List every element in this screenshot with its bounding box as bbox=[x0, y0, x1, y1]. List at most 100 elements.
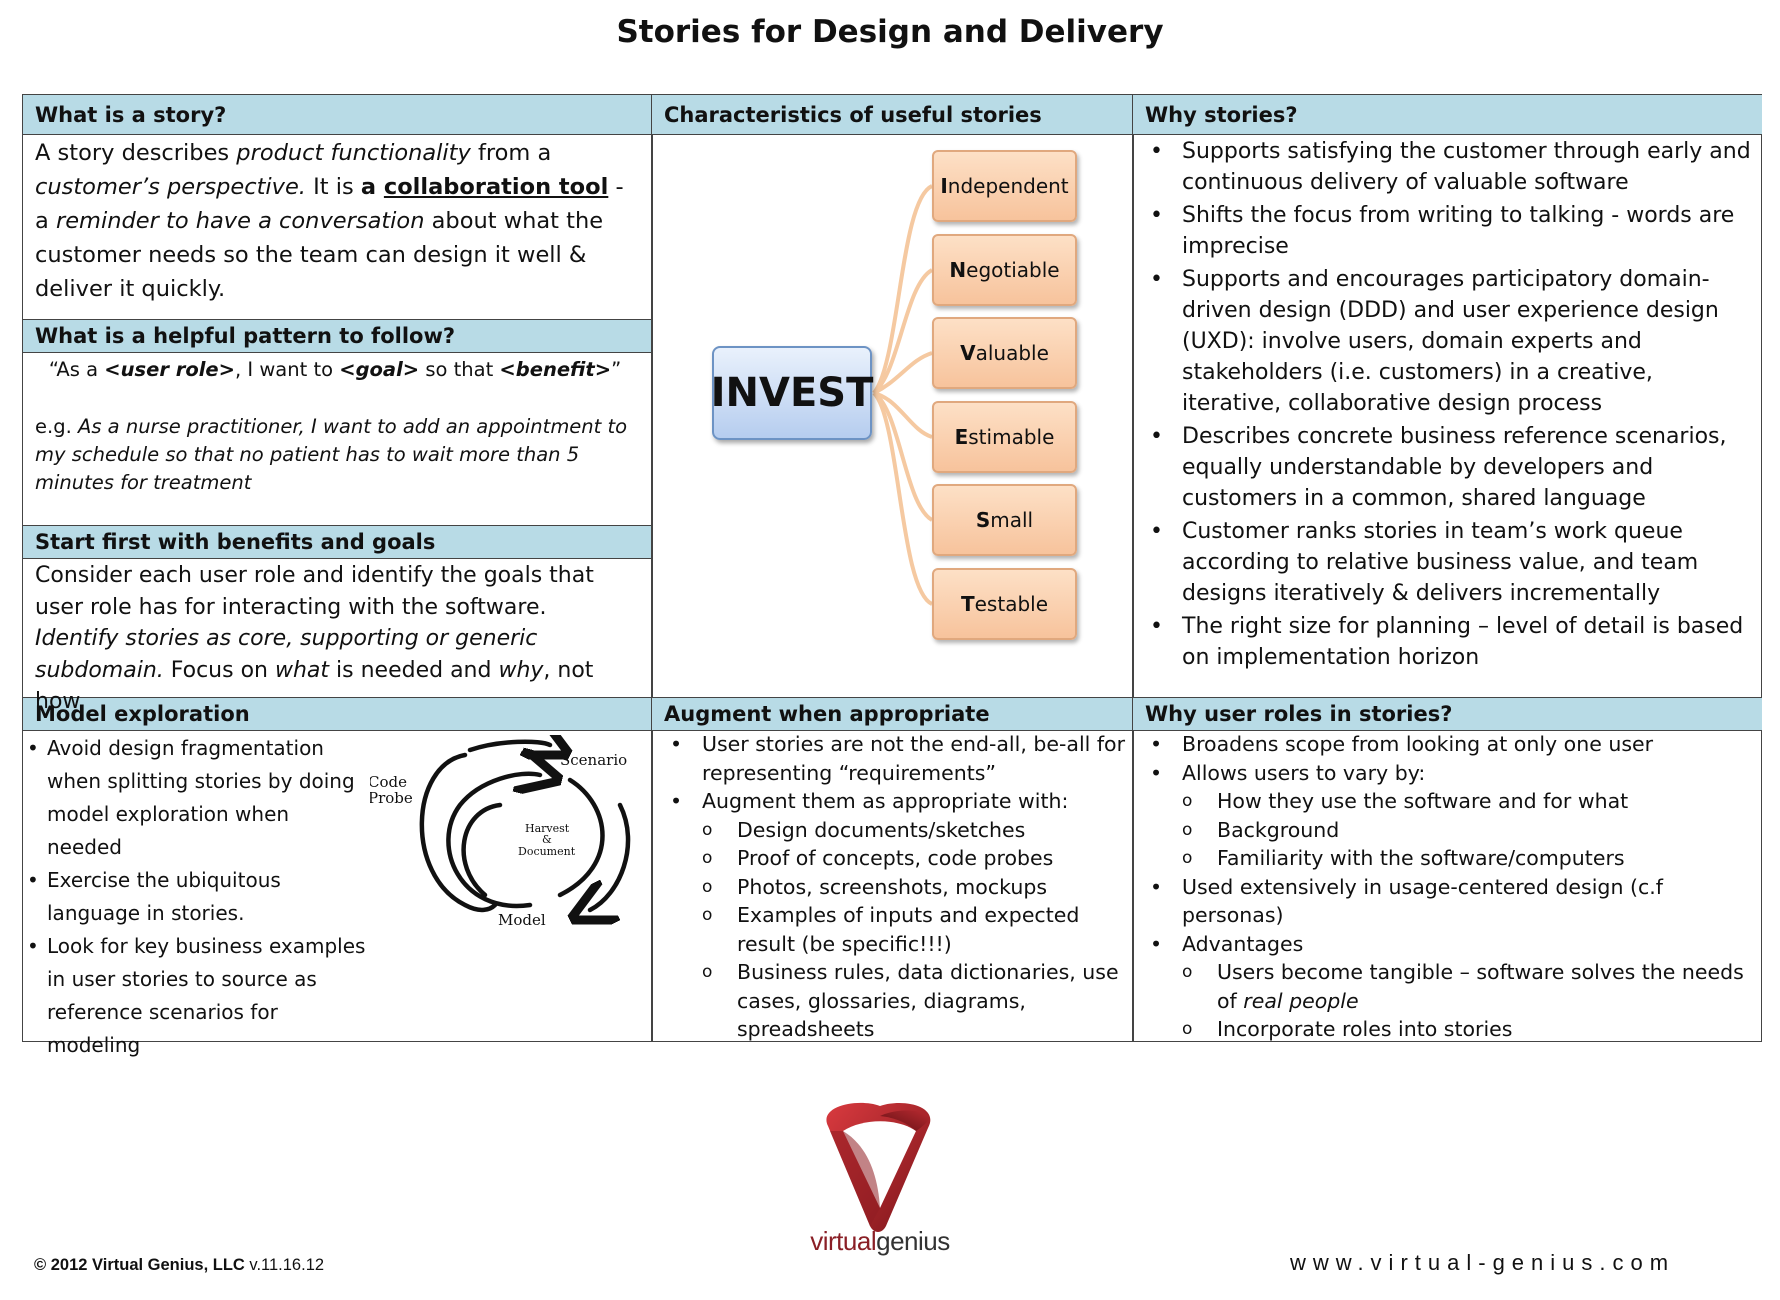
diagram-label-probe: Probe bbox=[370, 789, 413, 807]
list-item: Broadens scope from looking at only one … bbox=[1142, 730, 1757, 759]
sub-list-item: Users become tangible – software solves … bbox=[1142, 958, 1757, 1015]
pattern-part: “As a bbox=[48, 358, 105, 381]
list-item: Advantages bbox=[1142, 930, 1757, 959]
augment-list: User stories are not the end-all, be-all… bbox=[662, 730, 1132, 816]
story-definition: A story describes product functionality … bbox=[35, 136, 635, 306]
sub-list-item: Proof of concepts, code probes bbox=[662, 844, 1132, 873]
story-text-10: about what the customer needs so the tea… bbox=[35, 208, 604, 302]
list-item: Describes concrete business reference sc… bbox=[1142, 421, 1752, 514]
invest-letter: S bbox=[975, 508, 991, 532]
virtual-genius-logo-icon bbox=[826, 1102, 931, 1232]
augment-content: User stories are not the end-all, be-all… bbox=[662, 730, 1132, 1044]
inner-loop-right bbox=[557, 777, 605, 898]
augment-sublist: Design documents/sketches Proof of conce… bbox=[662, 816, 1132, 1044]
story-text-2: product functionality bbox=[236, 140, 471, 166]
sub-list-item: Background bbox=[1142, 816, 1757, 845]
benefits-part: Focus on bbox=[163, 657, 275, 683]
invest-letter: E bbox=[954, 425, 969, 449]
list-item: Shifts the focus from writing to talking… bbox=[1142, 200, 1752, 262]
pattern-user-role: <user role> bbox=[104, 358, 235, 381]
connector bbox=[873, 351, 933, 395]
invest-word: ndependent bbox=[947, 174, 1069, 198]
user-roles-list: Broadens scope from looking at only one … bbox=[1142, 730, 1757, 787]
augment-header: Augment when appropriate bbox=[652, 697, 1132, 731]
list-item: Supports satisfying the customer through… bbox=[1142, 136, 1752, 198]
copyright-text: © 2012 Virtual Genius, LLC bbox=[34, 1256, 245, 1274]
sub-list-item: Business rules, data dictionaries, use c… bbox=[662, 958, 1132, 1044]
story-text-5: It is bbox=[305, 174, 361, 200]
advantage-italic: real people bbox=[1243, 988, 1359, 1013]
spiral bbox=[461, 802, 503, 898]
sub-list-item: Familiarity with the software/computers bbox=[1142, 844, 1757, 873]
pattern-benefit: <benefit> bbox=[499, 358, 612, 381]
example-prefix: e.g. bbox=[35, 415, 78, 438]
diagram-label-code: Code bbox=[370, 773, 407, 791]
benefits-part: is needed and bbox=[329, 657, 499, 683]
sub-list-item: Design documents/sketches bbox=[662, 816, 1132, 845]
list-item: •Avoid design fragmentation when splitti… bbox=[27, 736, 355, 859]
connector bbox=[873, 391, 933, 439]
collaboration-tool-text: collaboration tool bbox=[383, 174, 609, 200]
invest-letter: V bbox=[960, 341, 976, 365]
outer-loop-top bbox=[467, 742, 550, 750]
page-title: Stories for Design and Delivery bbox=[616, 14, 1164, 50]
sub-list-item: How they use the software and for what bbox=[1142, 787, 1757, 816]
story-text-1: A story describes bbox=[35, 140, 237, 166]
list-item: User stories are not the end-all, be-all… bbox=[662, 730, 1132, 787]
story-text-8: - a bbox=[35, 174, 624, 234]
invest-word: aluable bbox=[975, 341, 1049, 365]
why-stories-header: Why stories? bbox=[1133, 95, 1762, 135]
benefits-header: Start first with benefits and goals bbox=[23, 525, 651, 559]
invest-acronym: INVEST bbox=[711, 346, 873, 440]
column-divider bbox=[1132, 95, 1134, 1041]
column-divider bbox=[651, 95, 653, 1041]
invest-word: mall bbox=[990, 508, 1034, 532]
invest-letter: T bbox=[960, 592, 975, 616]
story-text-9: reminder to have a conversation bbox=[55, 208, 425, 234]
diagram-label-document: Document bbox=[518, 845, 576, 858]
list-item: Customer ranks stories in team’s work qu… bbox=[1142, 516, 1752, 609]
story-text-4: customer’s perspective. bbox=[35, 174, 306, 200]
logo-genius: genius bbox=[876, 1226, 950, 1256]
logo-virtual: virtual bbox=[810, 1226, 877, 1256]
list-item: •Exercise the ubiquitous language in sto… bbox=[27, 868, 281, 925]
advantages-sublist: Users become tangible – software solves … bbox=[1142, 958, 1757, 1044]
copyright: © 2012 Virtual Genius, LLC v.11.16.12 bbox=[34, 1256, 324, 1275]
list-item: Supports and encourages participatory do… bbox=[1142, 264, 1752, 419]
list-item: •Look for key business examples in user … bbox=[27, 934, 366, 1057]
vary-by-sublist: How they use the software and for what B… bbox=[1142, 787, 1757, 873]
story-text-3: from a bbox=[470, 140, 552, 166]
characteristics-header: Characteristics of useful stories bbox=[652, 95, 1132, 135]
benefits-part: Consider each user role and identify the… bbox=[35, 563, 594, 620]
list-item: Allows users to vary by: bbox=[1142, 759, 1757, 788]
list-item-text: Avoid design fragmentation when splittin… bbox=[47, 736, 355, 859]
invest-letter: N bbox=[949, 258, 967, 282]
what-is-story-header: What is a story? bbox=[23, 95, 651, 135]
model-exploration-list: •Avoid design fragmentation when splitti… bbox=[27, 732, 367, 1062]
connector bbox=[872, 184, 934, 395]
why-stories-list: Supports satisfying the customer through… bbox=[1142, 136, 1752, 673]
pattern-example: e.g. As a nurse practitioner, I want to … bbox=[35, 413, 645, 497]
diagram-label-harvest: Harvest bbox=[525, 822, 570, 835]
website-link[interactable]: www.virtual-genius.com bbox=[1290, 1250, 1676, 1275]
benefits-part: what bbox=[274, 657, 330, 683]
benefits-text: Consider each user role and identify the… bbox=[35, 560, 635, 718]
invest-word: egotiable bbox=[966, 258, 1060, 282]
sub-list-item: Photos, screenshots, mockups bbox=[662, 873, 1132, 902]
pattern-goal: <goal> bbox=[339, 358, 420, 381]
pattern-part: ” bbox=[611, 358, 622, 381]
outer-loop-right bbox=[590, 802, 631, 910]
benefits-part: , not how. bbox=[35, 657, 594, 715]
list-item: Augment them as appropriate with: bbox=[662, 787, 1132, 816]
diagram-label-scenario: Scenario bbox=[560, 751, 627, 769]
benefits-part: why bbox=[498, 657, 544, 683]
diagram-label-model: Model bbox=[498, 911, 546, 929]
advantage-text: Users become tangible – software solves … bbox=[1217, 960, 1744, 1013]
list-item-text: Exercise the ubiquitous language in stor… bbox=[47, 868, 281, 925]
